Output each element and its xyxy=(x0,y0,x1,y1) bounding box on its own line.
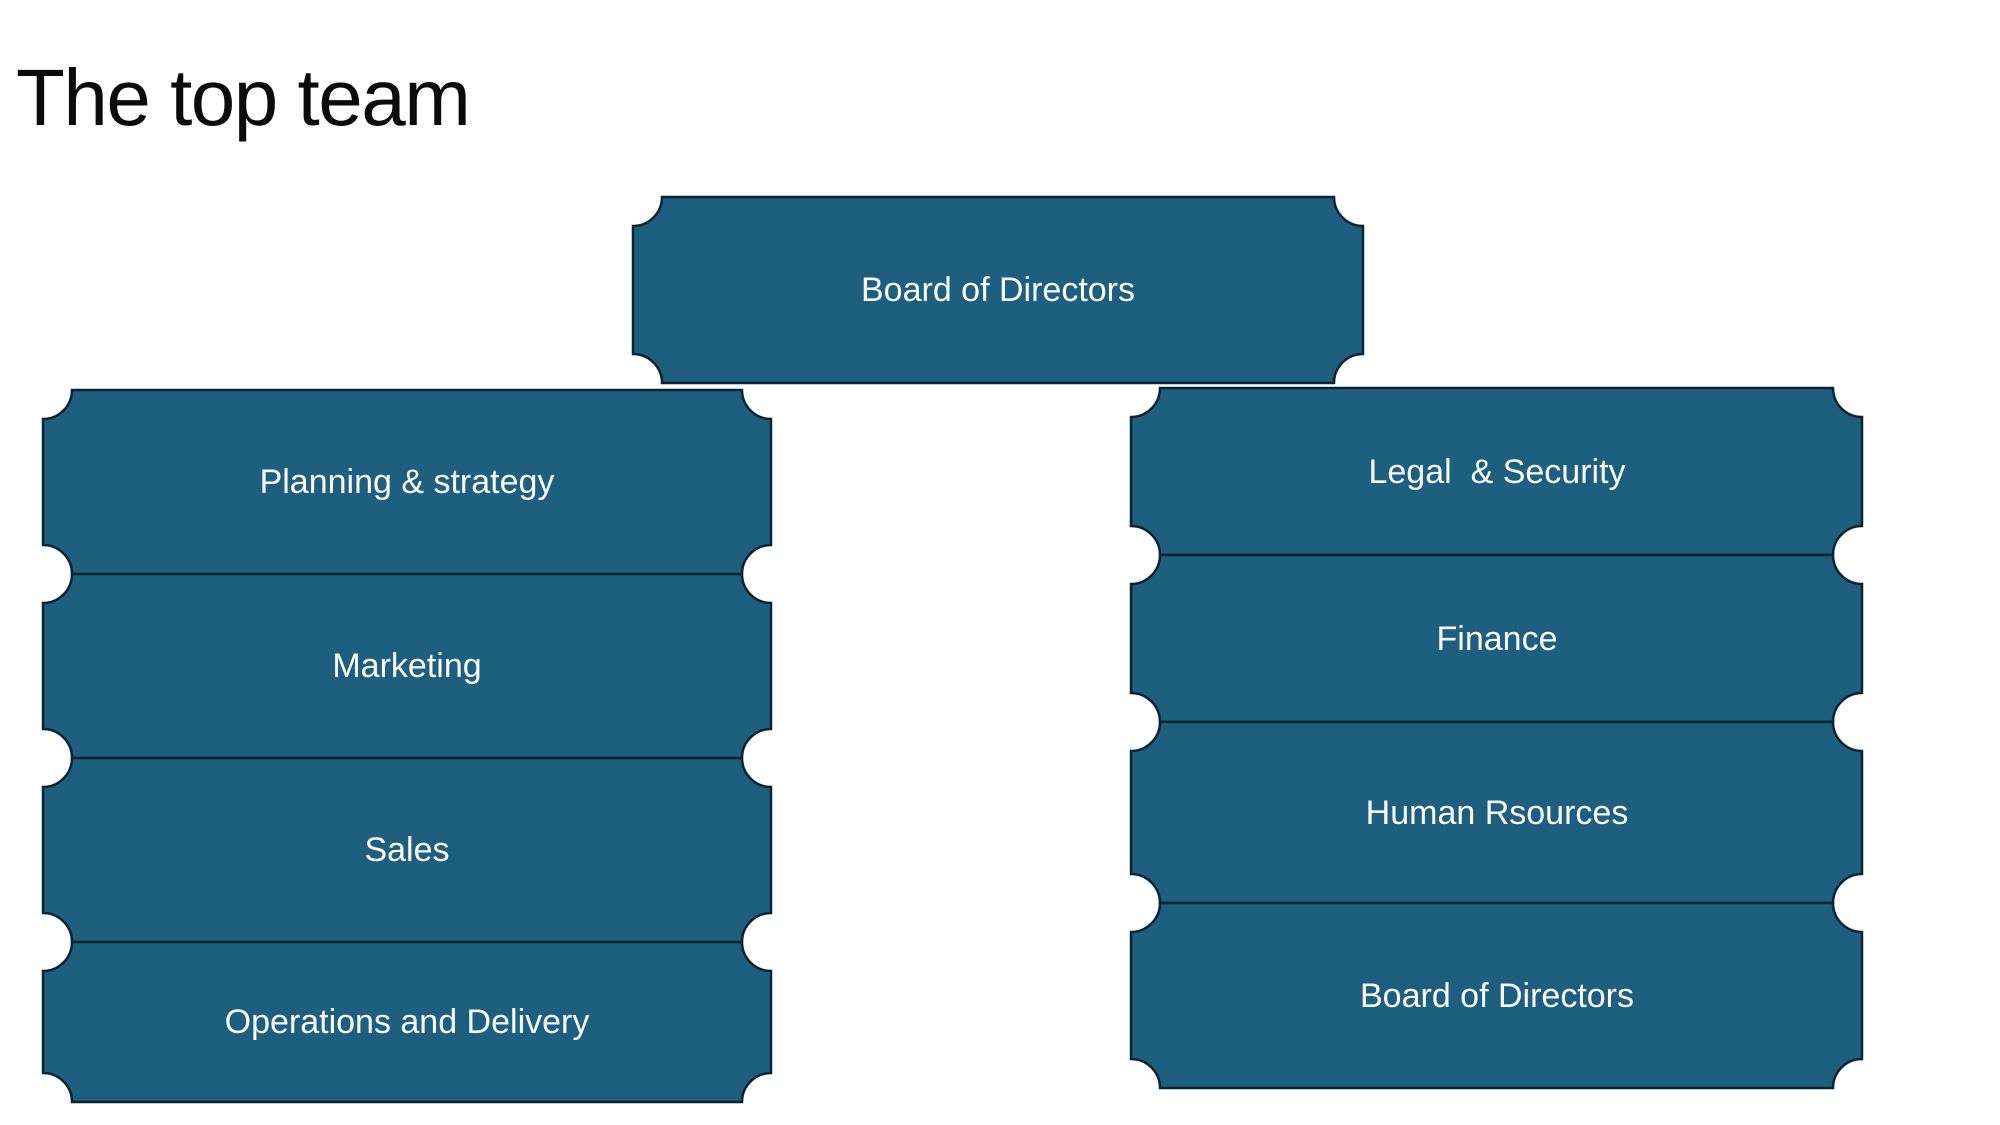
org-box-operations-delivery: Operations and Delivery xyxy=(41,940,773,1104)
org-box-planning-strategy: Planning & strategy xyxy=(41,388,773,576)
org-box-label-finance: Finance xyxy=(1437,620,1558,658)
org-box-board-of-directors-top: Board of Directors xyxy=(631,195,1365,385)
org-box-label-marketing: Marketing xyxy=(332,647,481,685)
slide-title: The top team xyxy=(16,53,471,142)
plaque-shape-board-of-directors-top xyxy=(631,195,1365,385)
plaque-shape-operations-delivery xyxy=(41,940,773,1104)
org-box-label-human-resources: Human Rsources xyxy=(1366,794,1629,832)
org-box-marketing: Marketing xyxy=(41,572,773,760)
org-box-sales: Sales xyxy=(41,756,773,944)
org-box-human-resources: Human Rsources xyxy=(1129,720,1864,905)
org-box-legal-security: Legal & Security xyxy=(1129,386,1864,557)
org-box-board-of-directors-bottom: Board of Directors xyxy=(1129,901,1864,1090)
org-box-label-planning-strategy: Planning & strategy xyxy=(260,463,555,501)
plaque-shape-board-of-directors-bottom xyxy=(1129,901,1864,1090)
org-box-label-operations-delivery: Operations and Delivery xyxy=(225,1003,590,1041)
org-box-label-sales: Sales xyxy=(364,831,449,869)
org-box-label-board-of-directors-top: Board of Directors xyxy=(861,271,1135,309)
org-box-label-board-of-directors-bottom: Board of Directors xyxy=(1360,977,1634,1015)
org-box-label-legal-security: Legal & Security xyxy=(1368,453,1625,491)
org-box-finance: Finance xyxy=(1129,553,1864,724)
